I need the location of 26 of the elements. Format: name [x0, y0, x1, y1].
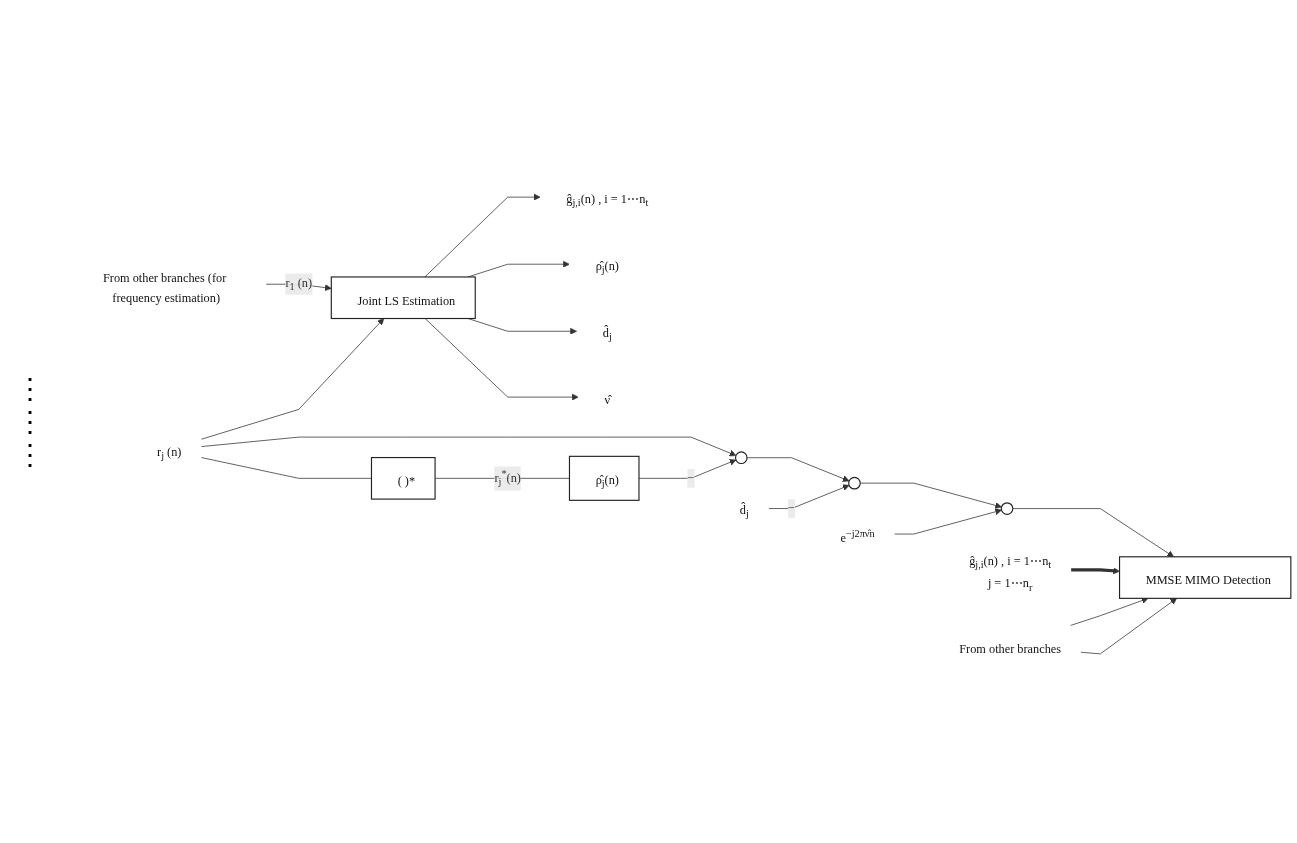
- node-circle: [1000, 502, 1014, 516]
- edge-label: −: [687, 471, 695, 485]
- node-box: Joint LS Estimation: [330, 276, 476, 320]
- node-text: d̂$_{j}$: [739, 503, 749, 521]
- node-text: ĝ$_{j,i}$(n) , i = 1⋯n$_{t}$: [566, 192, 649, 209]
- edge-label: r$_{1}$ (n): [285, 276, 313, 293]
- node-text: r$_{j}$ (n): [157, 445, 182, 462]
- node-box: MMSE MIMO Detection: [1118, 556, 1292, 600]
- arrow: [1071, 567, 1120, 575]
- node-circle: [734, 451, 748, 465]
- node-text: From other branches: [959, 642, 1062, 656]
- ellipsis-dots: ⋮: [16, 405, 44, 438]
- node-text: e$^{−j2πν̂n}$: [840, 528, 875, 545]
- node-box: ρ̂$_{j}$(n): [568, 456, 640, 502]
- edge-label: r$_{j}$$^{*}$(n): [494, 468, 521, 489]
- node-text: ρ̂$_{j}$(n): [595, 259, 619, 276]
- node-text: ν̂: [604, 393, 611, 407]
- connector: [201, 457, 372, 480]
- node-text: From other branches (for frequency estimation): [102, 271, 227, 305]
- ellipsis-dots: ⋮: [16, 438, 44, 471]
- node-text: ĝ$_{j,i}$(n) , i = 1⋯n$_{t}$ j = 1⋯n$_{r}$: [969, 554, 1052, 594]
- node-box: ( )*: [370, 457, 436, 501]
- ellipsis-dots: ⋮: [16, 372, 44, 405]
- node-circle: [848, 477, 861, 490]
- node-text: d̂$_{j}$: [602, 326, 612, 343]
- edge-label: −: [788, 502, 796, 516]
